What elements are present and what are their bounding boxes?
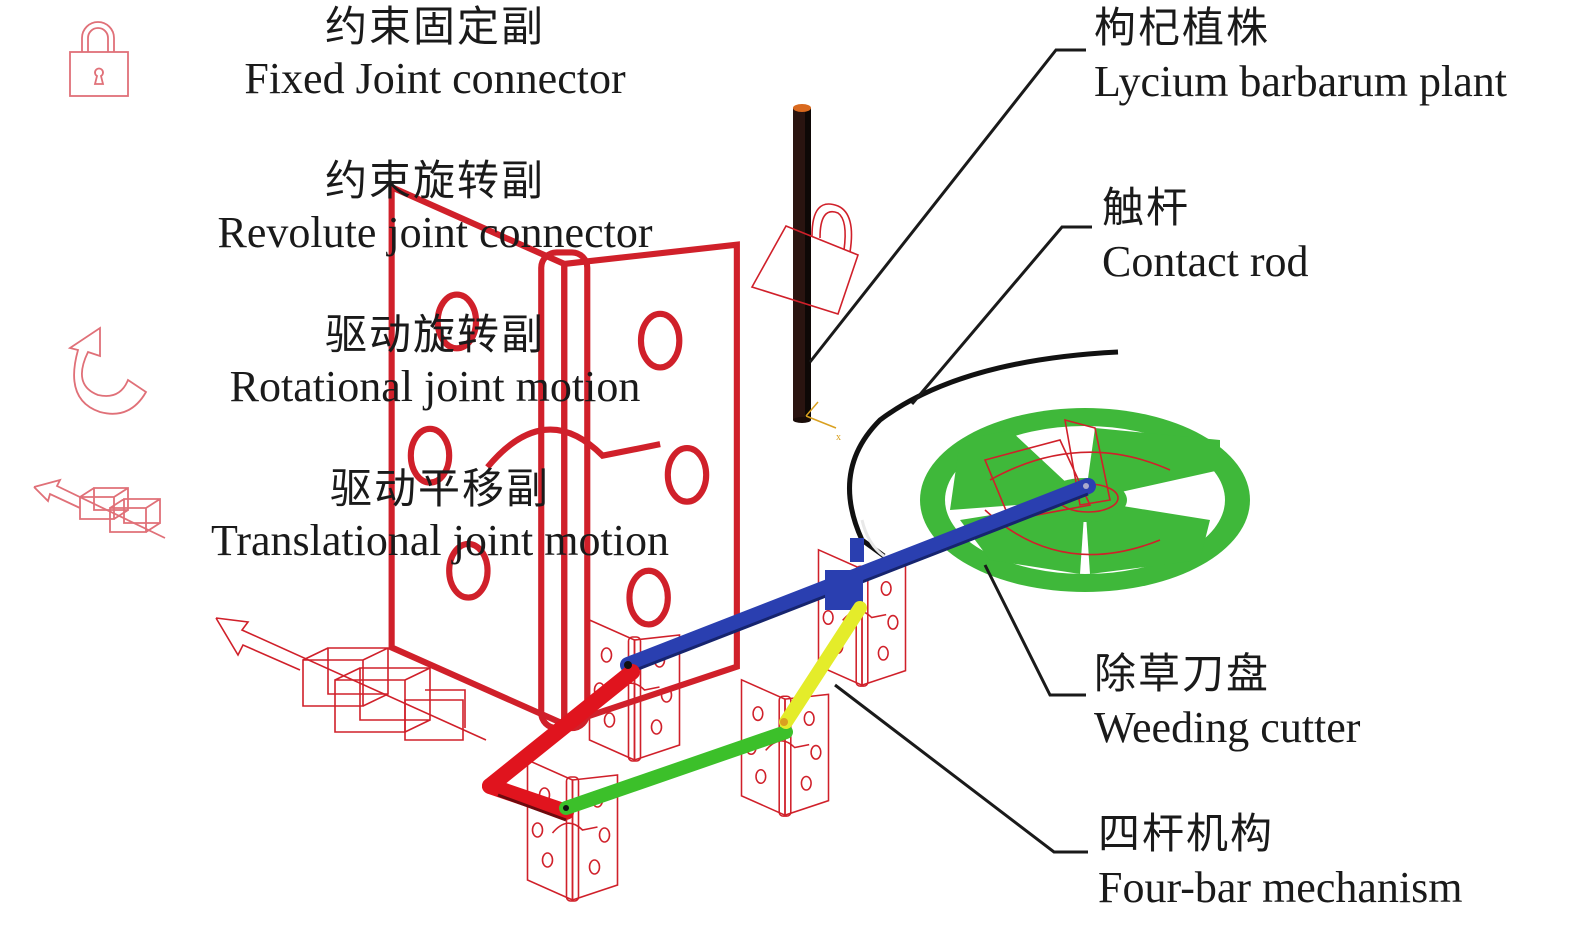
legend-label-en: Translational joint motion [211,516,669,565]
fixed-joint-symbol [750,203,860,315]
revolute-joint-symbol [526,759,619,902]
leader-contact-rod [910,225,1092,405]
translation-arrow-icon [33,478,166,539]
legend-item-translational-motion: 驱动平移副 Translational joint motion [185,464,695,568]
legend-label-cn: 驱动平移副 [329,464,550,513]
legend-label-en: Fixed Joint connector [244,54,626,103]
four-bar-linkage [482,478,1096,822]
weeding-cutter-disc [920,408,1250,592]
callout-label-en: Weeding cutter [1094,703,1361,752]
callout-four-bar: 四杆机构 Four-bar mechanism [1098,808,1462,916]
callout-label-cn: 枸杞植株 [1094,3,1271,52]
legend-item-rotational-motion: 驱动旋转副 Rotational joint motion [190,310,680,414]
callout-label-en: Contact rod [1102,237,1309,286]
leader-plant [808,48,1086,363]
callout-label-cn: 除草刀盘 [1094,649,1271,698]
axis-triad: x [805,401,841,443]
callout-weeding-cutter: 除草刀盘 Weeding cutter [1094,648,1360,756]
callout-label-en: Lycium barbarum plant [1094,57,1507,106]
legend-label-cn: 约束旋转副 [324,156,545,205]
link-red-lower [482,778,574,820]
plant-stem [793,104,811,423]
callout-contact-rod: 触杆 Contact rod [1102,182,1309,290]
link-green [559,725,793,815]
leader-lines [808,48,1092,854]
legend-item-revolute-joint: 约束旋转副 Revolute joint connector [190,156,680,260]
legend-label-cn: 驱动旋转副 [324,310,545,359]
callout-label-cn: 触杆 [1102,183,1191,232]
legend-label-cn: 约束固定副 [324,2,545,51]
leader-cutter [983,564,1086,697]
rotation-arrow-icon [67,326,148,415]
link-yellow [779,601,867,729]
legend-item-fixed-joint: 约束固定副 Fixed Joint connector [190,2,680,106]
lock-icon [69,21,129,97]
link-red-upper [482,664,640,794]
leader-four-bar [834,683,1088,854]
legend-label-en: Rotational joint motion [229,362,641,411]
translational-joint-symbol [215,617,487,741]
legend-label-en: Revolute joint connector [217,208,653,257]
callout-label-en: Four-bar mechanism [1098,863,1463,912]
callout-plant: 枸杞植株 Lycium barbarum plant [1094,2,1507,110]
axis-x-label: x [836,432,841,443]
contact-rod [847,349,1119,559]
callout-label-cn: 四杆机构 [1098,809,1275,858]
